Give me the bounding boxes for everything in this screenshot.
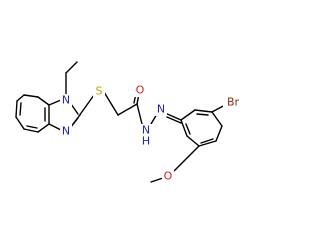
atom-n1-label: N — [62, 94, 70, 107]
bond-26 — [166, 116, 182, 124]
atom-methoxy-oxygen-label: O — [164, 170, 173, 183]
bond-34 — [196, 113, 209, 116]
bond-9 — [26, 125, 38, 129]
atom-sulfur-label: S — [96, 85, 103, 98]
atom-n3-label: N — [62, 125, 70, 138]
atom-bromine: Br — [223, 96, 243, 109]
bond-20 — [117, 103, 138, 116]
atom-carbonyl-oxygen-label: O — [136, 84, 145, 97]
bond-25 — [164, 112, 182, 121]
atom-n1: N — [60, 94, 72, 107]
bond-33 — [180, 119, 188, 137]
atom-amide-hydrogen-label: H — [142, 135, 150, 148]
atom-imine-nitrogen-label: N — [157, 103, 165, 116]
atom-n3: N — [60, 124, 72, 138]
bond-27 — [180, 109, 196, 121]
bond-5 — [37, 96, 50, 106]
atom-carbonyl-oxygen: O — [134, 84, 146, 97]
bond-28 — [194, 109, 213, 113]
atom-label-layer: N N S O N H N O Br — [60, 84, 243, 183]
bond-36 — [185, 123, 191, 135]
bond-7 — [16, 94, 25, 102]
bond-29 — [211, 111, 223, 127]
atom-methoxy-oxygen: O — [162, 170, 174, 183]
bond-0 — [15, 100, 18, 118]
bond-layer — [15, 61, 228, 183]
atom-amide-nitrogen-label: N — [142, 124, 150, 137]
bond-6 — [23, 94, 39, 98]
bond-30 — [215, 125, 223, 142]
bond-11 — [48, 99, 62, 106]
bond-12 — [48, 123, 62, 131]
bond-8 — [19, 102, 22, 116]
bond-35 — [200, 138, 214, 144]
bond-3 — [37, 123, 50, 133]
bond-17 — [65, 61, 78, 74]
atom-amide-nitrogen: N H — [140, 124, 152, 148]
bond-23 — [136, 103, 143, 125]
bond-1 — [15, 116, 25, 130]
bond-39 — [150, 177, 164, 183]
bond-31 — [198, 140, 217, 147]
bond-19 — [103, 91, 119, 116]
bond-38 — [173, 145, 200, 172]
bond-13 — [70, 103, 79, 115]
bond-32 — [186, 135, 200, 147]
bond-18 — [78, 94, 95, 117]
bond-2 — [23, 128, 39, 133]
atom-sulfur: S — [93, 85, 105, 98]
atom-imine-nitrogen: N — [155, 103, 167, 116]
atom-bromine-label: Br — [227, 96, 240, 109]
molecule-structure: N N S O N H N O Br — [15, 61, 243, 183]
